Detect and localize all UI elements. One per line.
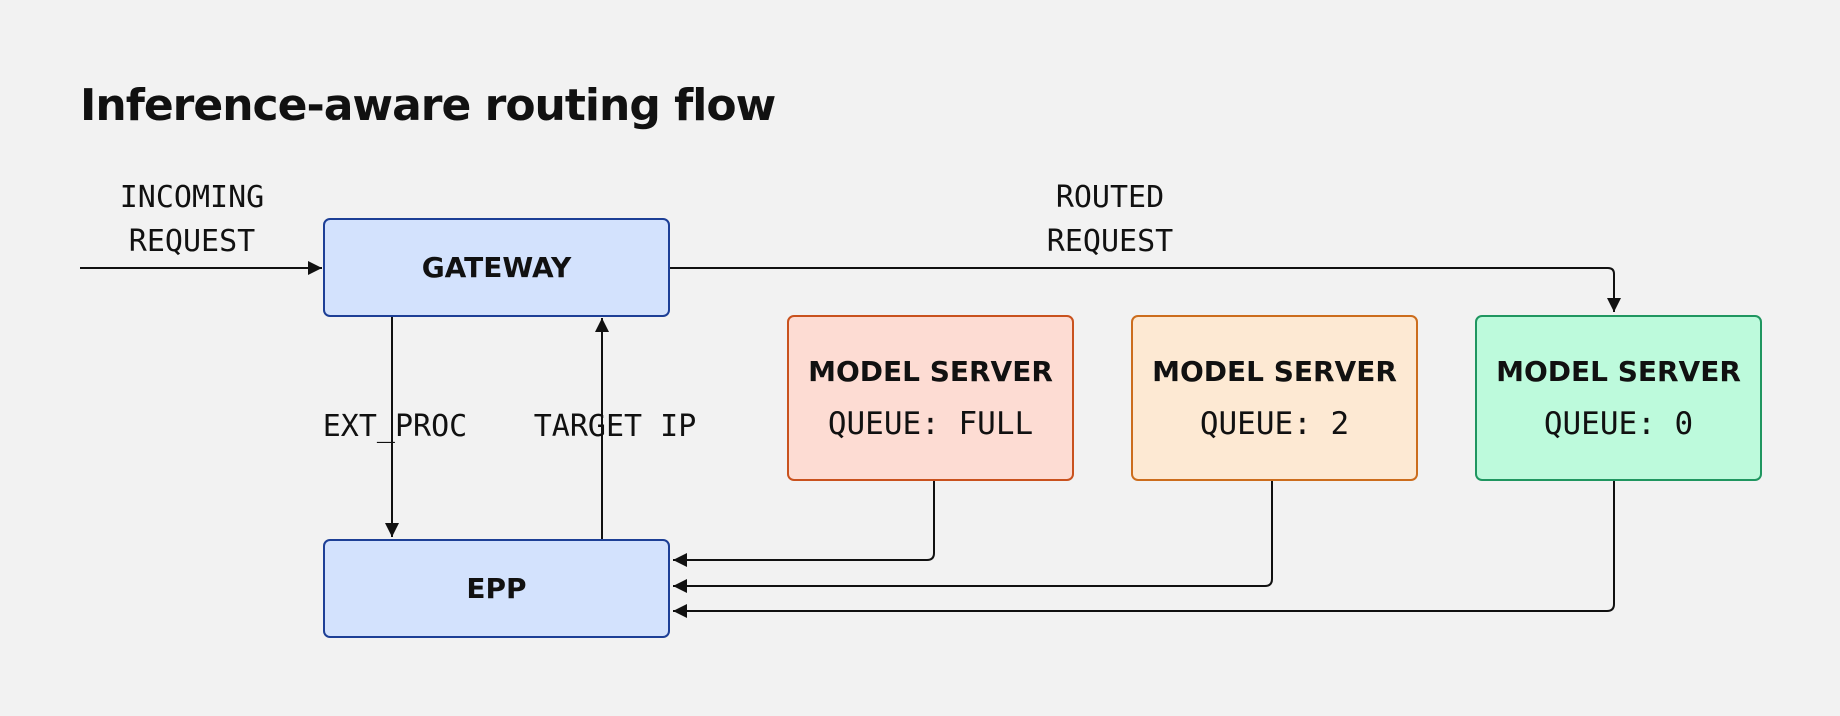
- model-server-node: MODEL SERVER QUEUE: 2: [1131, 315, 1418, 481]
- epp-label: EPP: [466, 572, 527, 605]
- server-green-feedback: [673, 481, 1615, 618]
- model-server-title: MODEL SERVER: [1496, 354, 1741, 388]
- server-red-feedback: [673, 481, 935, 567]
- model-server-node: MODEL SERVER QUEUE: FULL: [787, 315, 1074, 481]
- server-orange-feedback: [673, 481, 1273, 593]
- routed-arrow: [670, 267, 1621, 312]
- target-ip-label: TARGET IP: [533, 409, 697, 444]
- diagram-title: Inference-aware routing flow: [80, 80, 776, 131]
- queue-status: QUEUE: FULL: [827, 405, 1034, 442]
- gateway-node: GATEWAY: [323, 218, 670, 317]
- model-server-node: MODEL SERVER QUEUE: 0: [1475, 315, 1762, 481]
- model-server-title: MODEL SERVER: [1152, 354, 1397, 388]
- gateway-label: GATEWAY: [421, 251, 572, 284]
- model-server-title: MODEL SERVER: [808, 354, 1053, 388]
- epp-node: EPP: [323, 539, 670, 638]
- incoming-request-label: INCOMING REQUEST: [119, 180, 265, 259]
- queue-status: QUEUE: 0: [1543, 405, 1694, 442]
- queue-status: QUEUE: 2: [1199, 405, 1350, 442]
- routed-request-label: ROUTED REQUEST: [1046, 180, 1174, 259]
- ext-proc-label: EXT_PROC: [322, 409, 468, 444]
